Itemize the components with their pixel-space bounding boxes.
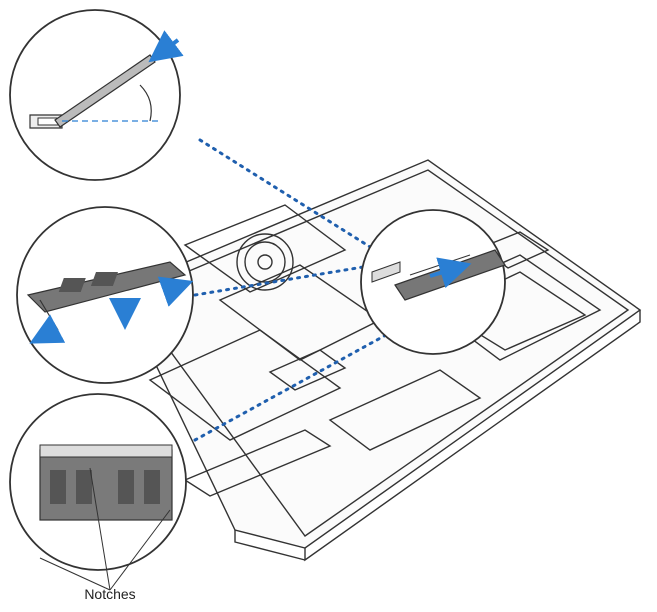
arrow-icon [148,30,184,63]
laptop-bottom-case [119,159,642,562]
arrow-icon [157,276,194,307]
fan [236,233,294,291]
detail-circle-installed [360,209,506,355]
detail-circle-angle [9,9,184,181]
arrow-icon [429,257,472,289]
detail-circle-insert [16,206,194,384]
notches-label: Notches [84,586,136,602]
detail-circle-notches [9,393,187,591]
guide-lines [193,138,397,442]
arrow-icon [29,314,66,344]
